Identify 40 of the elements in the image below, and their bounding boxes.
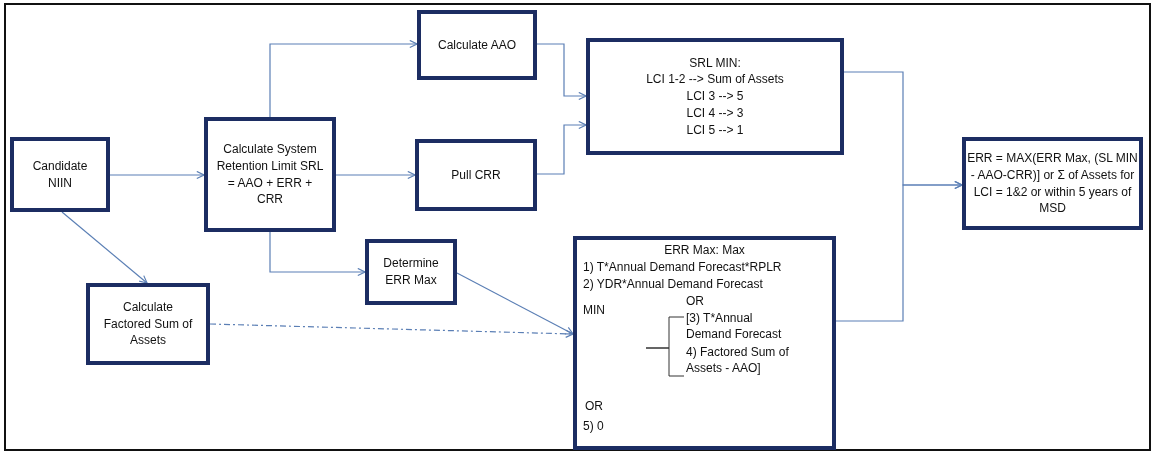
process-box (204, 117, 336, 232)
arrow (61, 211, 148, 284)
box-text: LCI 4 --> 3 (686, 104, 744, 122)
box-text: MIN (583, 302, 605, 319)
box-text: Candidate NIIN (32, 157, 88, 192)
arrow (269, 39, 418, 118)
arrow (536, 120, 587, 175)
box-text: OR (686, 293, 704, 310)
box-text: 4) Factored Sum of Assets - AAO] (686, 344, 790, 377)
box-text: OR (585, 398, 603, 415)
box-text: ERR = MAX(ERR Max, (SL MIN - AAO-CRR)] or Σ of Assets for LCI = 1&2 or within 5 years of MSD (966, 149, 1139, 218)
process-box (573, 236, 836, 450)
box-text: ERR Max: Max (663, 242, 746, 259)
arrow (835, 180, 963, 322)
box-text: [3) T*Annual Demand Forecast (686, 310, 783, 343)
box-text: LCI 1-2 --> Sum of Assets (646, 71, 784, 89)
box-text: Pull CRR (451, 166, 501, 184)
box-text: Calculate AAO (437, 36, 516, 54)
process-box (86, 283, 210, 365)
box-text: LCI 5 --> 1 (686, 121, 744, 139)
box-text: Calculate Factored Sum of Assets (102, 298, 194, 350)
arrow (109, 170, 205, 180)
box-text: Determine ERR Max (382, 255, 440, 289)
process-box (365, 239, 457, 305)
box-text: SRL MIN: (689, 54, 741, 72)
process-box (586, 38, 844, 155)
arrow (269, 231, 366, 277)
arrow (209, 323, 574, 338)
arrow (536, 43, 587, 101)
arrow (456, 272, 574, 335)
process-box (417, 10, 537, 80)
box-text: Calculate System Retention Limit SRL = AAO + ERR + CRR (216, 140, 324, 209)
box-text: 1) T*Annual Demand Forecast*RPLR (583, 259, 782, 276)
process-box (10, 137, 110, 212)
box-text: 2) YDR*Annual Demand Forecast (583, 276, 763, 293)
box-text: 5) 0 (583, 418, 604, 435)
process-box (962, 137, 1143, 230)
arrow (335, 170, 416, 180)
box-text: LCI 3 --> 5 (686, 88, 744, 105)
process-box (415, 139, 537, 211)
